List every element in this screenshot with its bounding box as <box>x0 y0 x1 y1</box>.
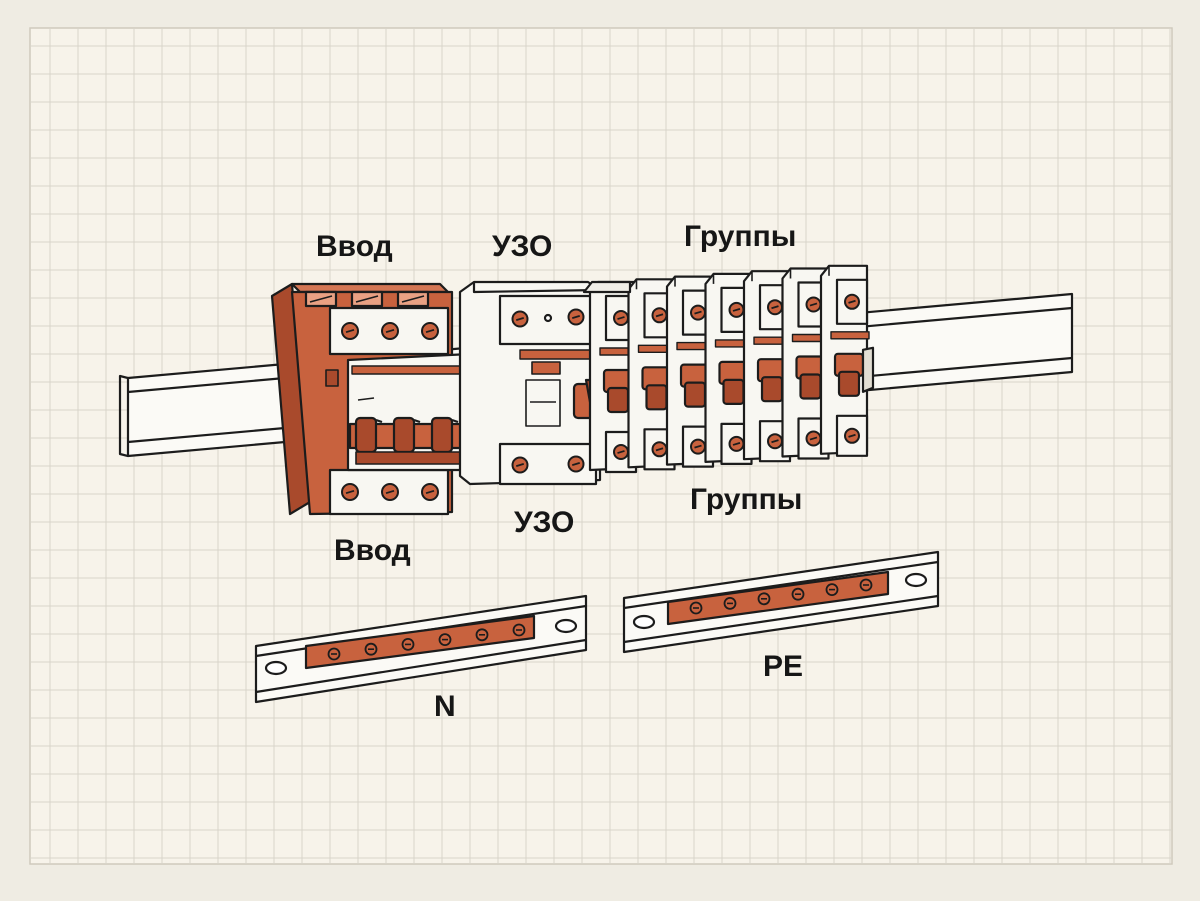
screw-slot <box>694 310 702 315</box>
input-breaker-base <box>355 451 465 465</box>
input-breaker-clip <box>325 369 339 387</box>
group-breaker <box>819 264 875 457</box>
label-input-bottom: Ввод <box>334 534 411 567</box>
screw-slot <box>425 328 435 334</box>
screw-slot <box>385 328 395 334</box>
group-breaker-toggle-body <box>606 386 630 414</box>
input-breaker-stripe <box>351 365 467 375</box>
screw-slot <box>655 447 664 452</box>
group-breaker-toggle-body <box>683 381 707 408</box>
screw-slot <box>345 328 355 334</box>
screw-slot <box>571 315 581 319</box>
label-input-top: Ввод <box>316 230 393 263</box>
label-rcd-top: УЗО <box>492 230 553 263</box>
screw-slot <box>515 317 525 321</box>
rcd-device <box>458 280 608 486</box>
screw-slot <box>732 441 741 446</box>
neutral-rail-edge <box>255 638 587 694</box>
pe-rail-slot <box>904 572 928 588</box>
group-breaker-toggle-body <box>837 370 861 397</box>
group-breakers <box>582 264 875 474</box>
neutral-rail-slot <box>264 660 288 676</box>
screw-slot <box>809 436 818 441</box>
group-breaker-cap <box>582 280 632 294</box>
terminal-window-mark <box>401 295 425 303</box>
input-breaker-toggle <box>354 416 378 454</box>
input-breaker-top <box>290 282 450 294</box>
rcd-test-button <box>531 361 561 375</box>
screw-slot <box>425 489 435 495</box>
group-breaker <box>588 280 644 474</box>
group-breaker-toggle-body <box>645 384 668 411</box>
screw-slot <box>345 489 355 495</box>
group-breaker-side <box>861 346 875 393</box>
toggle-edge <box>375 418 383 424</box>
neutral-rail-slot <box>554 618 578 634</box>
screw-slot <box>848 433 856 438</box>
terminal-window-mark <box>355 295 379 303</box>
screw-slot <box>385 489 395 495</box>
screw-slot <box>617 316 625 320</box>
pe-rail-edge <box>623 594 939 644</box>
group-breaker-stripe <box>830 331 870 340</box>
label-groups-bottom: Группы <box>690 483 803 516</box>
rcd-label-frame <box>525 379 561 427</box>
toggle-edge <box>451 418 459 424</box>
label-pe-bus: PE <box>763 650 804 683</box>
input-breaker-toggle <box>430 416 454 454</box>
label-groups-top: Группы <box>684 220 797 253</box>
group-breaker-toggle-body <box>760 376 784 403</box>
neutral-bus-bar <box>254 594 588 704</box>
screw-slot <box>617 450 625 454</box>
screw-slot <box>848 299 856 304</box>
rcd-indicator-dot <box>543 313 553 323</box>
screw-slot <box>515 463 525 467</box>
din-rail-end <box>118 374 129 458</box>
label-neutral-bus: N <box>434 690 456 723</box>
toggle-edge <box>413 418 421 424</box>
group-breaker-toggle-body <box>722 378 745 405</box>
screw-slot <box>571 462 581 466</box>
input-breaker-toggle <box>392 416 416 454</box>
rcd-top-edge <box>472 282 601 294</box>
label-rcd-bottom: УЗО <box>514 506 575 539</box>
neutral-copper-bar <box>304 614 536 670</box>
input-breaker <box>270 282 472 516</box>
screw-slot <box>732 307 741 312</box>
group-breaker-toggle-body <box>799 373 822 400</box>
pe-rail-slot <box>632 614 656 630</box>
screw-slot <box>655 313 664 318</box>
pe-bus-bar <box>622 550 940 654</box>
screw-slot <box>771 439 779 444</box>
input-breaker-mark <box>357 397 375 401</box>
screw-slot <box>809 302 818 307</box>
terminal-window-mark <box>309 295 333 303</box>
screw-slot <box>694 444 702 449</box>
screw-slot <box>771 305 779 310</box>
